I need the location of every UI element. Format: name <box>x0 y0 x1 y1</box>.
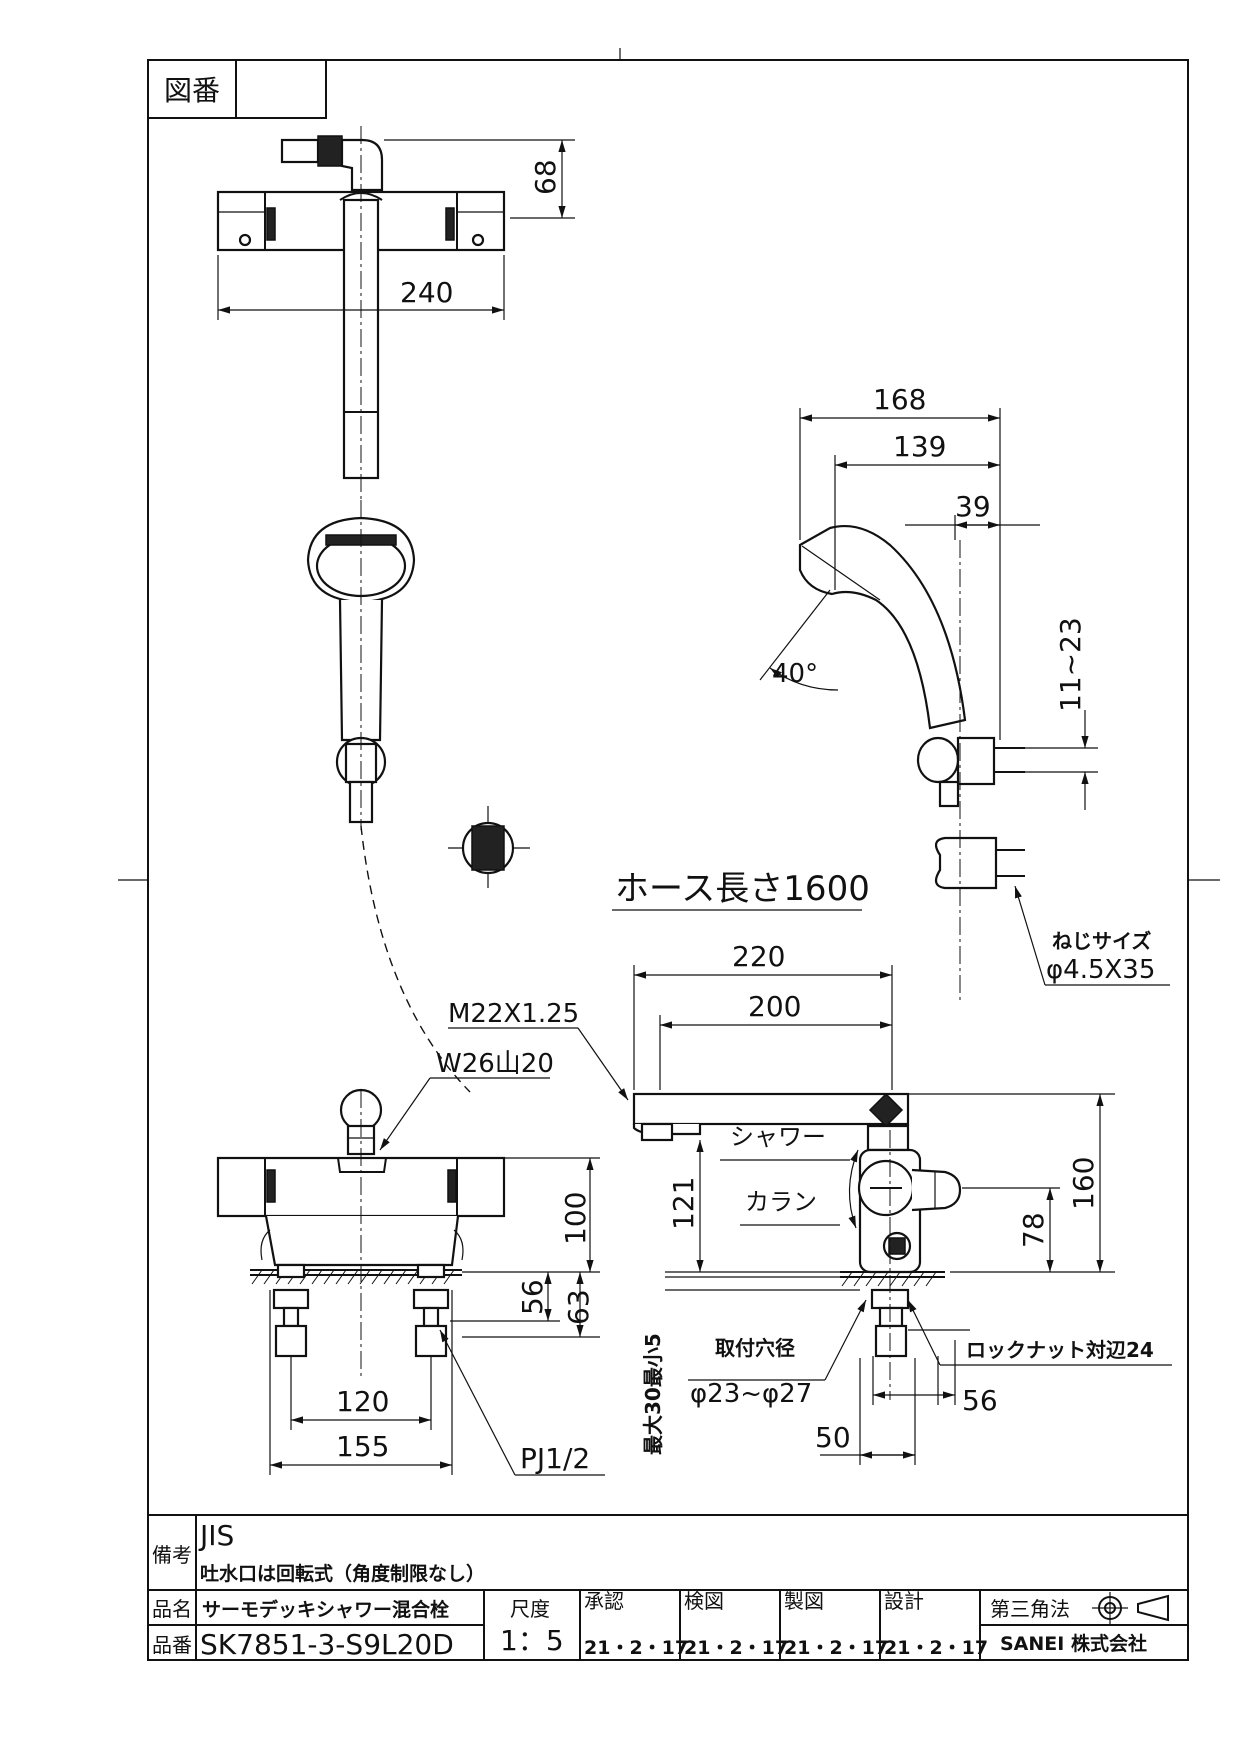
product-name: サーモデッキシャワー混合栓 <box>202 1598 449 1621</box>
locknut-size: ロックナット対辺24 <box>966 1338 1154 1362</box>
side-view-dimensions <box>759 408 1098 810</box>
hose-length: ホース長さ1600 <box>615 869 870 909</box>
dim-120: 120 <box>336 1385 389 1418</box>
remarks-line2: 吐水口は回転式（角度制限なし） <box>200 1562 485 1585</box>
design-date: 21・2・17 <box>884 1637 988 1659</box>
dim-160: 160 <box>1067 1157 1100 1210</box>
dim-139: 139 <box>893 430 946 463</box>
projection-label: 第三角法 <box>990 1597 1070 1621</box>
design-label: 設計 <box>884 1589 924 1613</box>
drawn-label: 製図 <box>784 1589 824 1613</box>
dim-top-width: 240 <box>400 276 453 309</box>
product-number-label: 品番 <box>152 1633 192 1657</box>
dim-56: 56 <box>516 1279 549 1315</box>
dim-200: 200 <box>748 990 801 1023</box>
hole-label: 取付穴径 <box>715 1336 795 1360</box>
right-view-faucet <box>632 1092 962 1400</box>
product-number: SK7851-3-S9L20D <box>200 1628 454 1661</box>
label-faucet: カラン <box>745 1188 817 1216</box>
dim-121: 121 <box>667 1177 700 1230</box>
screw-size-label: ねじサイズ <box>1052 929 1151 953</box>
hose-path <box>360 825 471 1093</box>
dim-100: 100 <box>559 1192 592 1245</box>
scale-value: 1：5 <box>500 1624 564 1657</box>
dim-168: 168 <box>873 383 926 416</box>
title-block <box>148 1514 1188 1660</box>
top-view-dimensions <box>217 139 575 320</box>
checked-date: 21・2・17 <box>684 1637 788 1659</box>
dim-78: 78 <box>1017 1212 1050 1248</box>
dim-right-50: 50 <box>815 1421 851 1454</box>
approved-date: 21・2・17 <box>584 1637 688 1659</box>
deck-thickness: 最大30最小5 <box>641 1333 665 1455</box>
dim-220: 220 <box>732 940 785 973</box>
side-view-shower <box>798 524 1025 1000</box>
label-shower: シャワー <box>730 1123 826 1151</box>
hole-value: φ23~φ27 <box>690 1379 812 1409</box>
thread-w26: W26山20 <box>436 1049 554 1079</box>
drawing-frame <box>118 48 1220 1661</box>
dim-right-56: 56 <box>962 1384 998 1417</box>
dim-angle-40: 40° <box>772 659 818 689</box>
product-name-label: 品名 <box>152 1597 192 1621</box>
right-view-dimensions <box>633 965 1172 1465</box>
screw-size-value: φ4.5X35 <box>1046 955 1155 985</box>
company-name: SANEI 株式会社 <box>1000 1632 1147 1655</box>
dim-top-height: 68 <box>529 159 562 195</box>
approved-label: 承認 <box>584 1589 624 1613</box>
dim-155: 155 <box>336 1430 389 1463</box>
remarks-line1: JIS <box>198 1519 234 1552</box>
hand-shower-front <box>306 500 416 830</box>
checked-label: 検図 <box>684 1589 724 1613</box>
front-view-dimensions <box>269 1027 629 1476</box>
remarks-label: 備考 <box>152 1543 192 1567</box>
dim-11-23: 11~23 <box>1054 617 1087 712</box>
thread-m22: M22X1.25 <box>448 999 579 1029</box>
front-view-faucet <box>216 1088 506 1380</box>
drawn-date: 21・2・17 <box>784 1637 888 1659</box>
dim-63: 63 <box>562 1289 595 1325</box>
dim-39: 39 <box>955 490 991 523</box>
scale-label: 尺度 <box>510 1597 550 1621</box>
pipe-thread: PJ1/2 <box>520 1442 590 1475</box>
hose-section-symbol <box>448 806 530 888</box>
third-angle-projection-icon <box>1092 1592 1169 1624</box>
drawing-number-label: 図番 <box>164 74 220 107</box>
top-view-faucet <box>216 126 506 520</box>
screw-leader <box>1014 885 1170 986</box>
